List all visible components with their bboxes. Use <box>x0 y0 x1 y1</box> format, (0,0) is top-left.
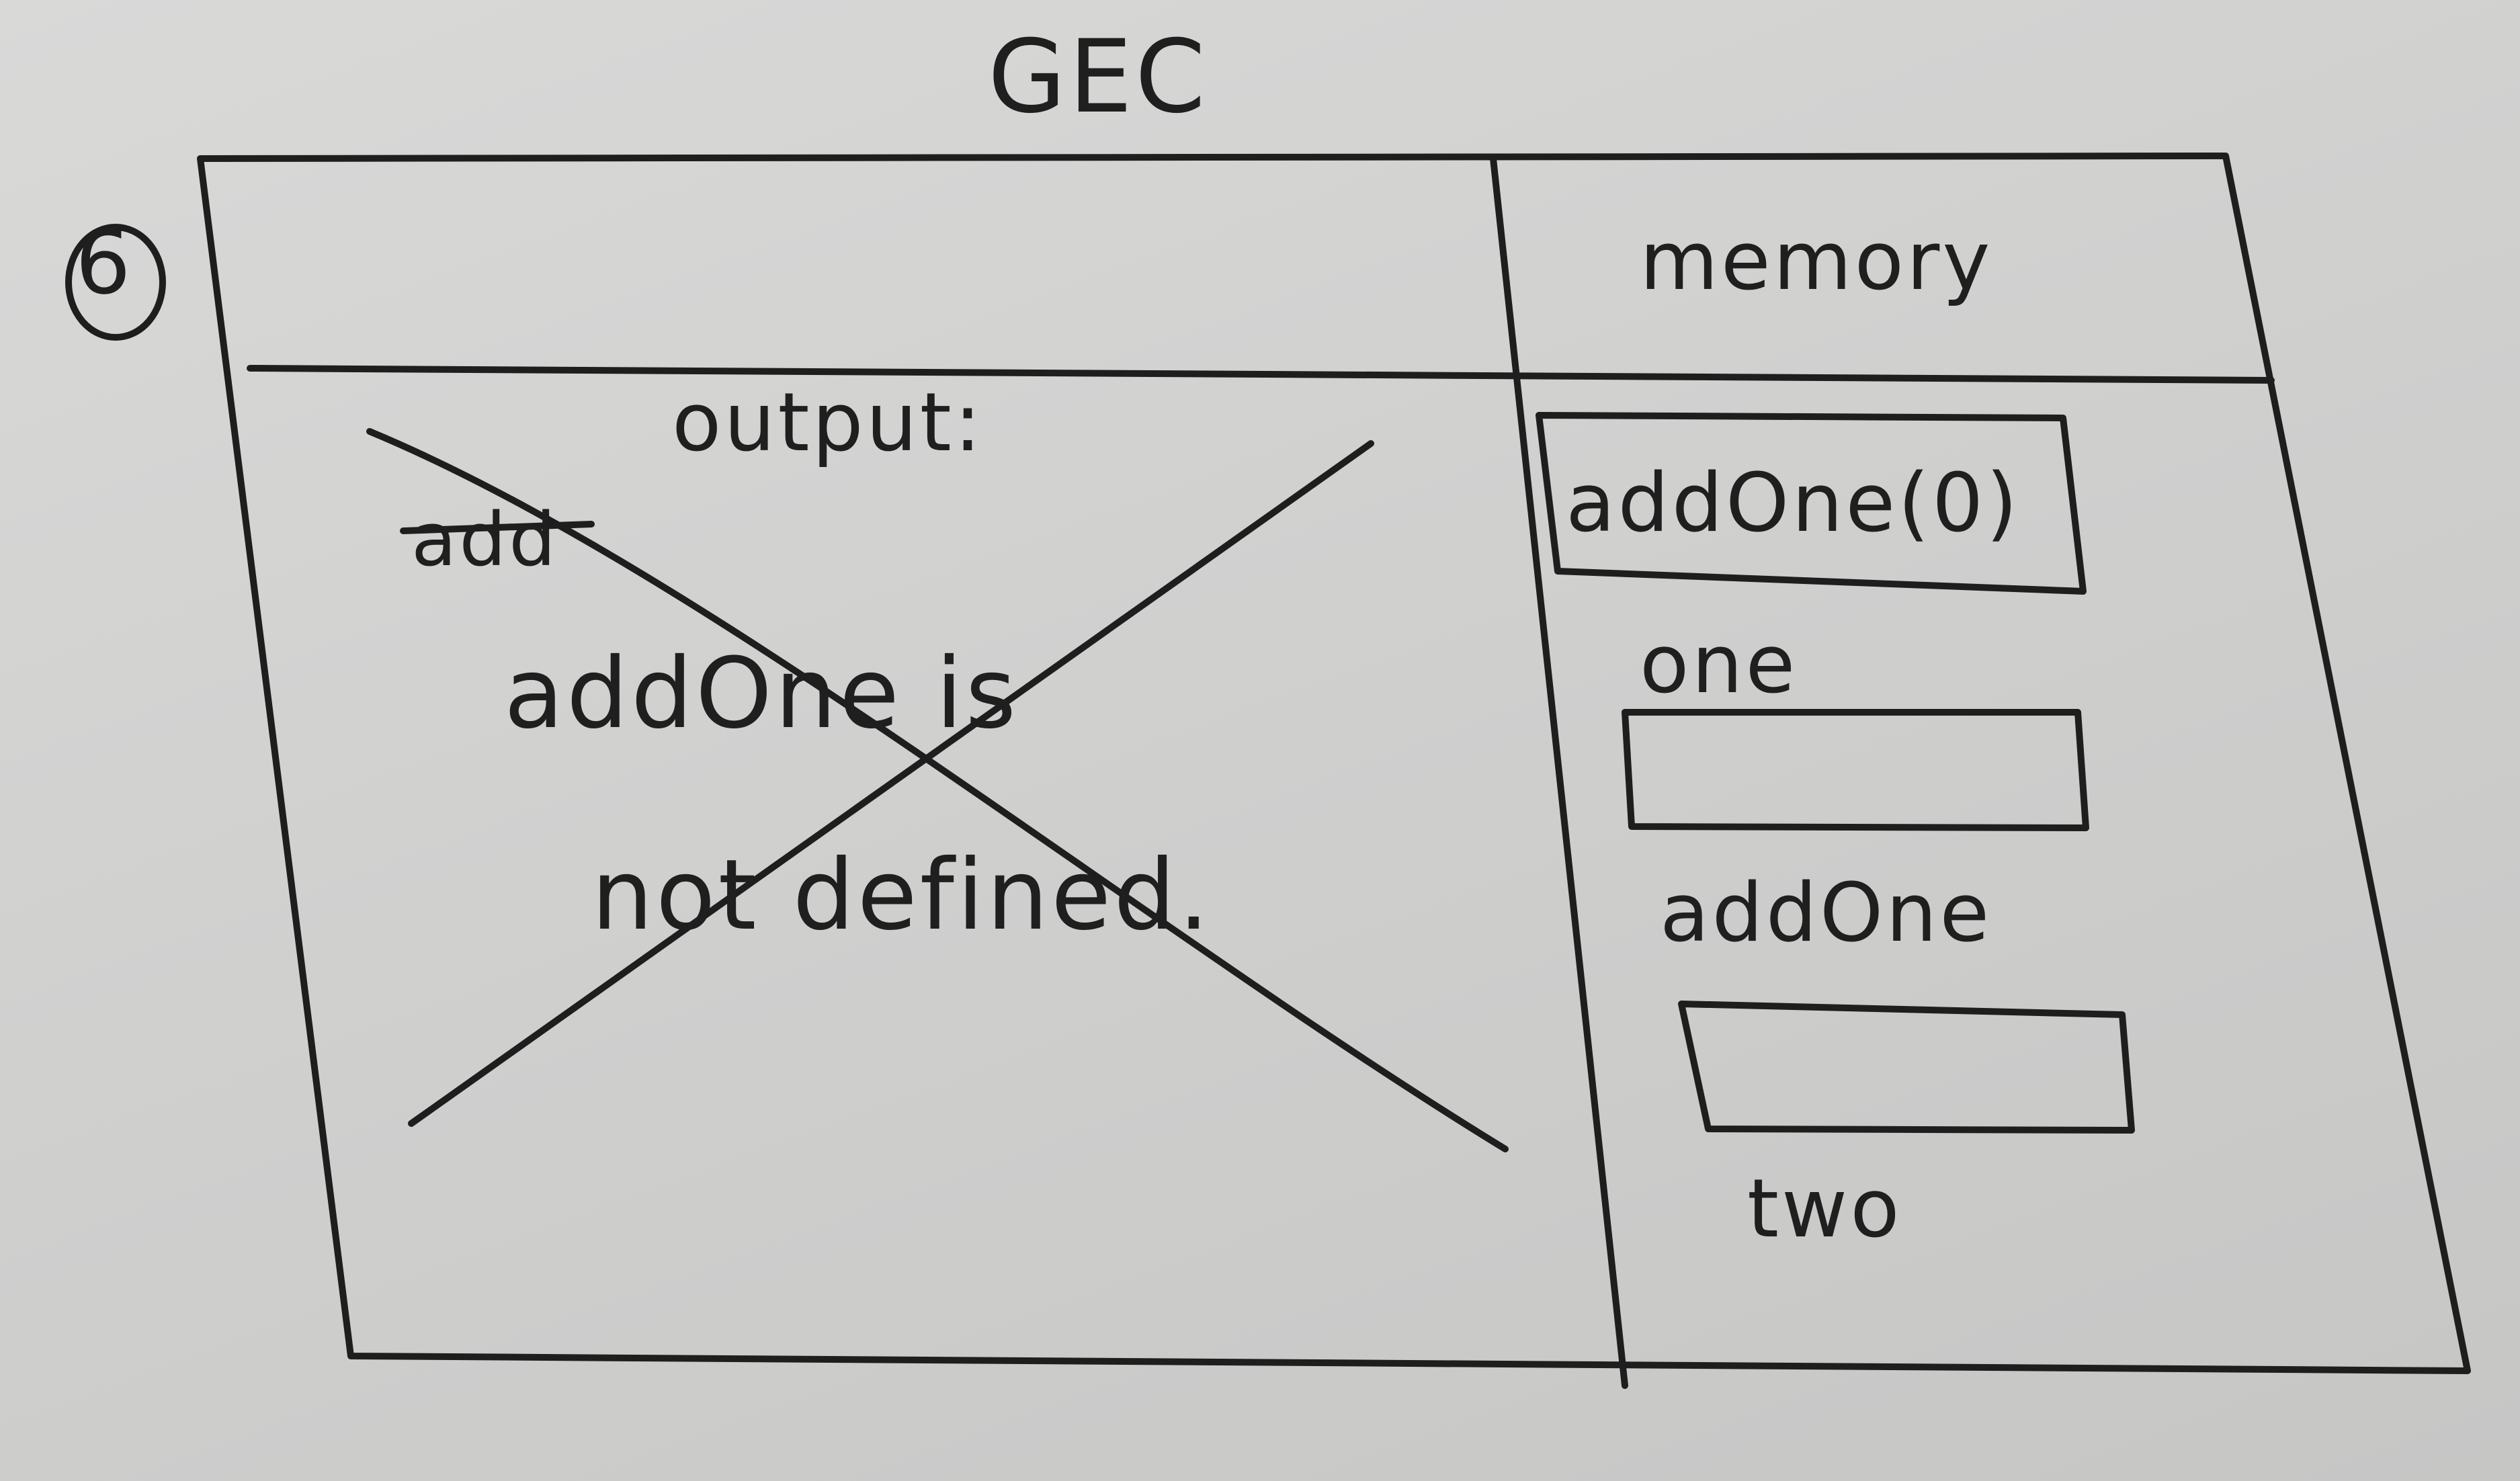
value-box-one <box>1622 709 2089 831</box>
value-box-addone <box>1678 1001 2135 1134</box>
step-circle <box>65 224 166 341</box>
memory-variable-one: one <box>1640 618 1798 712</box>
output-label: output: <box>672 376 984 470</box>
panel-divider <box>1490 155 1628 1389</box>
page-title: GEC <box>988 19 1208 136</box>
scribble-strike <box>400 521 595 534</box>
memory-variable-addone: addOne <box>1660 867 1992 960</box>
context-frame <box>197 153 2471 1374</box>
memory-call-entry: addOne(0) <box>1566 457 2021 550</box>
header-line <box>247 365 2275 384</box>
step-number: 6 <box>75 212 134 314</box>
error-text-line-2: not defined. <box>591 839 1212 952</box>
error-text-line-1: addOne is <box>504 637 1019 751</box>
memory-variable-two: two <box>1747 1162 1902 1256</box>
struck-scribble: add <box>411 497 559 583</box>
memory-label: memory <box>1640 215 1993 308</box>
cross-out-stroke-2 <box>408 440 1374 1127</box>
call-box <box>1536 412 2087 595</box>
